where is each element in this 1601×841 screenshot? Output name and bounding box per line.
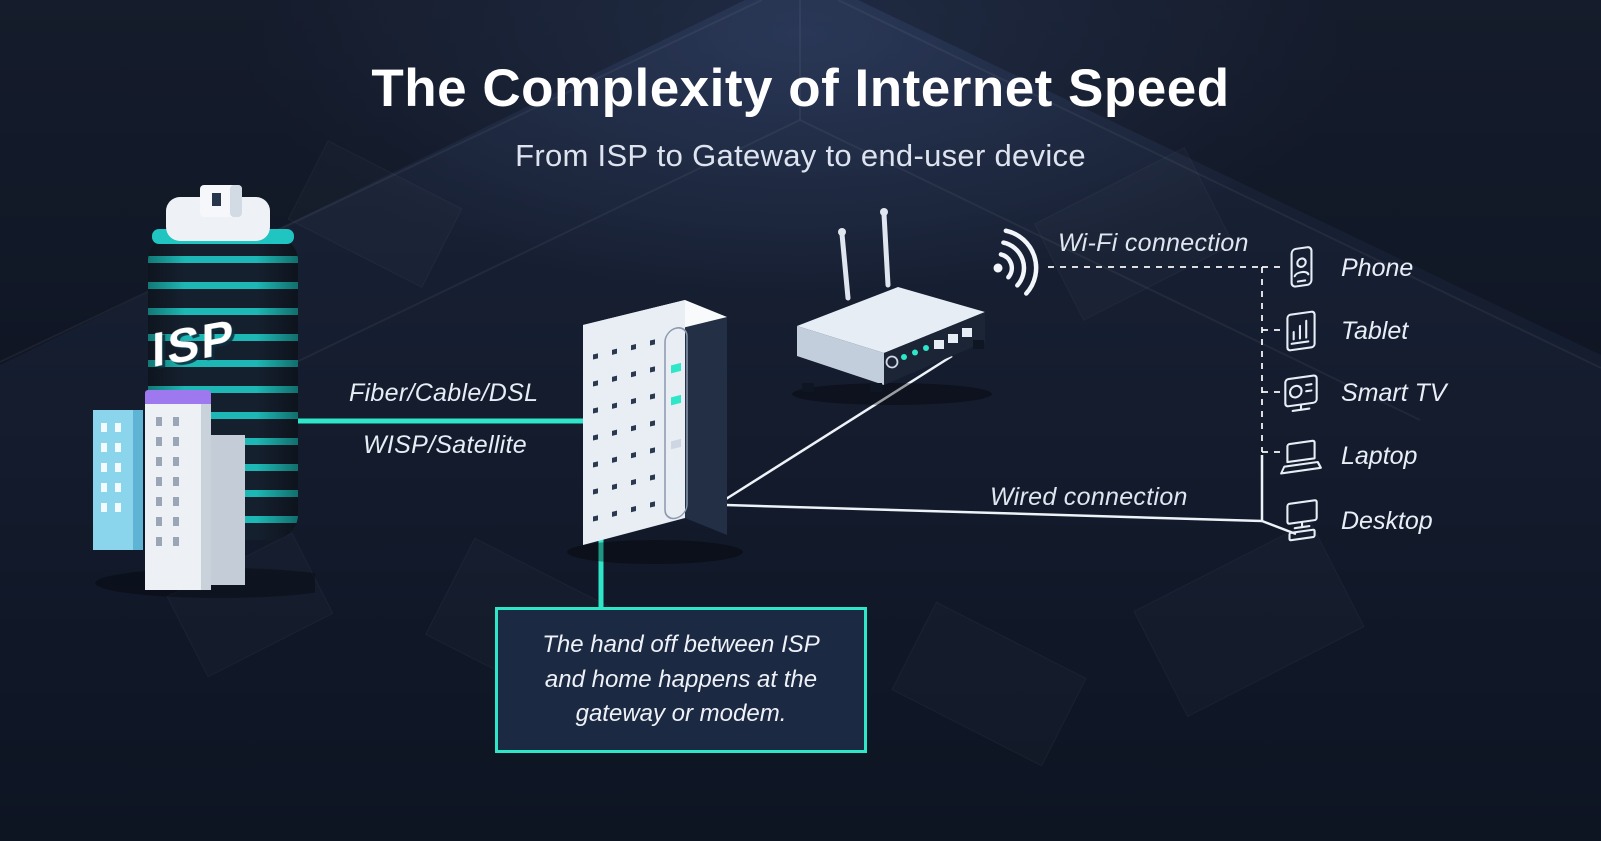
router-led [912,349,918,356]
router-port [948,334,958,343]
smart-tv-icon [1278,367,1324,419]
device-label: Smart TV [1341,378,1447,407]
isp-building-illustration: ISP [93,185,315,598]
wired-connection-label: Wired connection [990,483,1188,511]
wifi-router-device [792,208,992,405]
router-port [962,328,972,337]
device-row-desktop: Desktop [1278,496,1433,546]
modem-port [670,468,681,481]
device-row-smart-tv: Smart TV [1278,368,1447,418]
tablet-icon [1278,305,1324,357]
wifi-connection-label: Wi-Fi connection [1058,229,1249,257]
router-antennas [839,211,891,301]
gateway-callout-text: The hand off between ISP and home happen… [542,630,820,728]
router-front-panel [885,328,972,369]
device-row-laptop: Laptop [1278,431,1417,481]
router-port [934,340,944,349]
modem-gateway-device [567,300,743,564]
device-row-phone: Phone [1278,243,1413,293]
router-led [923,345,929,351]
isp-small-buildings [93,390,245,590]
desktop-icon [1278,495,1324,547]
device-row-tablet: Tablet [1278,306,1408,356]
page-title: The Complexity of Internet Speed [371,59,1230,118]
wisp-satellite-label: WISP/Satellite [363,431,527,459]
phone-icon [1278,242,1324,294]
modem-port [670,482,681,495]
gateway-callout: The hand off between ISP and home happen… [495,607,867,753]
device-label: Laptop [1341,441,1418,470]
router-led [901,354,907,360]
router-feet [802,340,984,392]
device-label: Tablet [1341,316,1409,345]
power-icon [885,355,899,369]
modem-vent-dots [593,339,655,522]
device-label: Desktop [1341,506,1433,535]
page-subtitle: From ISP to Gateway to end-user device [515,138,1086,173]
fiber-cable-dsl-label: Fiber/Cable/DSL [349,379,539,407]
modem-led [671,394,681,406]
device-label: Phone [1341,253,1414,282]
laptop-icon [1278,430,1324,482]
modem-front-panel [664,327,688,520]
modem-led [671,362,681,374]
